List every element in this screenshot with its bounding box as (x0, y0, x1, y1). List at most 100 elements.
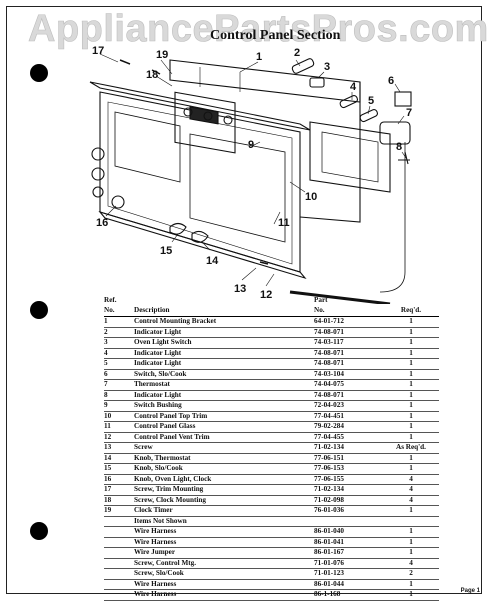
callout-5: 5 (368, 95, 374, 107)
ref-cell: 1 (104, 317, 108, 325)
ref-cell (104, 517, 134, 527)
qty-cell: 2 (409, 569, 413, 577)
description-cell: Wire Harness (134, 537, 177, 546)
header-qty: Req'd. (400, 305, 422, 314)
part-number-cell: 71-01-076 (314, 558, 344, 567)
qty-cell: 1 (409, 506, 413, 514)
qty-cell: 1 (409, 390, 413, 399)
ref-cell: 10 (104, 411, 112, 420)
part-number-cell: 71-01-123 (314, 569, 344, 577)
description-cell: Indicator Light (134, 390, 182, 399)
ref-cell: 7 (104, 380, 108, 388)
qty-cell: 1 (409, 579, 413, 588)
table-row: 10 Control Panel Top Trim 77-04-451 1 (104, 411, 439, 422)
callout-12: 12 (260, 289, 272, 301)
qty-cell: 1 (409, 422, 413, 430)
qty-cell: 1 (409, 369, 413, 378)
qty-cell: 4 (409, 495, 413, 504)
description-cell: Screw, Slo/Cook (134, 569, 184, 577)
parts-table-body: 1 Control Mounting Bracket 64-01-712 1 2 Indi… (104, 317, 439, 601)
description-cell: Wire Harness (134, 590, 177, 598)
description-cell: Control Mounting Bracket (134, 317, 217, 325)
description-cell: Switch, Slo/Cook (134, 369, 187, 378)
description-cell: Items Not Shown (134, 516, 187, 525)
qty-cell: 1 (409, 411, 413, 420)
part-number-cell: 74-08-071 (314, 390, 344, 399)
description-cell: Thermostat (134, 380, 170, 388)
vent-trim (98, 210, 307, 280)
page-number: Page 1 (460, 588, 480, 594)
part-number-cell: 74-04-075 (314, 380, 344, 388)
description-cell: Indicator Light (134, 327, 182, 336)
description-cell: Wire Jumper (134, 548, 176, 556)
page-frame (6, 6, 482, 594)
part-number-cell: 74-03-117 (314, 338, 344, 346)
ref-cell: 11 (104, 422, 111, 430)
callout-14: 14 (206, 255, 219, 267)
qty-cell: 1 (409, 548, 413, 556)
table-row: Items Not Shown (104, 516, 439, 527)
ref-cell: 17 (104, 485, 112, 493)
table-row: 1 Control Mounting Bracket 64-01-712 1 (104, 317, 439, 328)
qty-cell: 1 (409, 338, 413, 346)
callout-16: 16 (96, 217, 108, 229)
description-cell: Screw, Control Mtg. (134, 558, 197, 567)
part-number-cell: 77-04-455 (314, 432, 344, 441)
mounting-bracket-top (169, 59, 361, 103)
description-cell: Clock Timer (134, 506, 173, 514)
qty-cell: 1 (409, 453, 413, 462)
table-row: Screw, Control Mtg. 71-01-076 4 (104, 558, 439, 569)
description-cell: Knob, Thermostat (134, 453, 191, 462)
ref-cell: 16 (104, 474, 112, 483)
callout-15: 15 (160, 245, 172, 257)
part-number-cell: 79-02-284 (314, 422, 344, 430)
callout-7: 7 (406, 107, 412, 119)
ref-cell: 9 (104, 401, 108, 409)
ref-cell (104, 580, 134, 590)
part-number-cell (314, 517, 386, 527)
top-trim (89, 81, 311, 131)
ref-cell (104, 590, 134, 600)
part-number-cell: 71-02-134 (314, 443, 344, 451)
qty-cell: 1 (409, 359, 413, 367)
part-number-cell: 77-04-451 (314, 411, 344, 420)
description-cell: Screw, Clock Mounting (134, 495, 206, 504)
ref-cell (104, 569, 134, 579)
callout-19: 19 (156, 49, 168, 61)
ref-cell: 3 (104, 338, 108, 346)
description-cell: Screw (134, 443, 153, 451)
qty-cell: 1 (409, 464, 413, 472)
binder-hole-1 (30, 64, 48, 82)
part-number-cell: 86-01-044 (314, 579, 344, 588)
part-number-cell: 86-1-168 (314, 590, 341, 598)
part-number-cell: 86-01-041 (314, 537, 344, 546)
binder-hole-2 (30, 301, 48, 319)
description-cell: Control Panel Glass (134, 422, 196, 430)
ref-cell (104, 559, 134, 569)
description-cell: Screw, Trim Mounting (134, 485, 204, 493)
callout-11: 11 (278, 217, 290, 229)
callout-2: 2 (294, 47, 300, 59)
qty-cell: 1 (409, 401, 413, 409)
part-number-cell: 64-01-712 (314, 317, 344, 325)
qty-cell: 4 (409, 558, 413, 567)
ref-cell (104, 548, 134, 558)
qty-cell: 1 (409, 317, 413, 325)
callout-13: 13 (234, 283, 246, 295)
callout-4: 4 (350, 81, 357, 93)
callout-9: 9 (248, 139, 254, 151)
qty-cell: 1 (409, 432, 413, 441)
ref-cell (104, 538, 134, 548)
description-cell: Control Panel Top Trim (134, 411, 208, 420)
